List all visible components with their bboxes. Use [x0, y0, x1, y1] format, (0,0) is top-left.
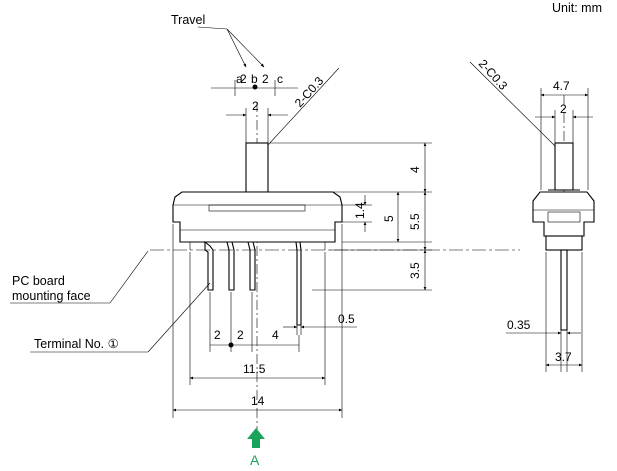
side-pin	[560, 249, 568, 331]
unit-label: Unit: mm	[552, 1, 602, 15]
side-width-4-7: 4.7	[553, 79, 570, 93]
side-view: 4.7 2 2-C0.3 0.35 3.7	[469, 57, 595, 372]
side-pin-thickness: 0.35	[507, 318, 531, 332]
pc-board-label-1: PC board	[12, 274, 65, 288]
side-chamfer: 2-C0.3	[476, 57, 511, 93]
side-base	[545, 235, 583, 251]
side-housing	[532, 191, 595, 237]
body-width-dim: 14	[251, 394, 265, 408]
side-knob	[554, 142, 574, 191]
pitch-origin-dot	[228, 342, 234, 348]
knob-width-dim: 2	[252, 99, 259, 113]
travel-dim-b: 2	[262, 72, 269, 86]
side-chamfer-leader	[469, 61, 556, 147]
side-base-width: 3.7	[555, 350, 572, 364]
terminal-1	[204, 240, 214, 291]
housing	[172, 191, 343, 243]
dim-1-4: 1.4	[353, 202, 367, 219]
travel-pos-b: b	[251, 72, 258, 86]
view-a-label: A	[250, 452, 260, 468]
slot	[208, 204, 306, 212]
terminal-leader	[147, 282, 211, 353]
knob	[245, 142, 269, 193]
front-chamfer: 2-C0.3	[292, 74, 327, 110]
travel-pos-c: c	[277, 72, 283, 86]
terminal-2	[226, 241, 235, 291]
chamfer-leader	[267, 67, 340, 146]
knob-height-dim: 4	[408, 166, 422, 173]
side-knob-width: 2	[560, 102, 567, 116]
terminal-3	[247, 241, 256, 291]
view-a-arrow-icon	[247, 428, 265, 448]
front-view: a b c 2 2 Travel 2 2-C0.3 4 1.4 5	[10, 13, 520, 468]
dim-5-5: 5.5	[408, 213, 422, 230]
pc-board-label-2: mounting face	[12, 289, 91, 303]
pitch-dim-3: 4	[272, 328, 279, 342]
terminal-4	[295, 241, 302, 326]
travel-label: Travel	[171, 13, 205, 27]
terminal-no-label: Terminal No. ①	[34, 337, 119, 351]
travel-pos-a: a	[236, 72, 243, 86]
travel-dim-a: 2	[240, 72, 247, 86]
pin-span-dim: 11.5	[243, 362, 266, 376]
pitch-dim-1: 2	[214, 328, 221, 342]
dim-3-5: 3.5	[408, 262, 422, 279]
dim-5: 5	[382, 215, 396, 222]
pc-board-leader	[109, 250, 149, 304]
pin-thickness-dim: 0.5	[338, 312, 355, 326]
pitch-dim-2: 2	[237, 328, 244, 342]
